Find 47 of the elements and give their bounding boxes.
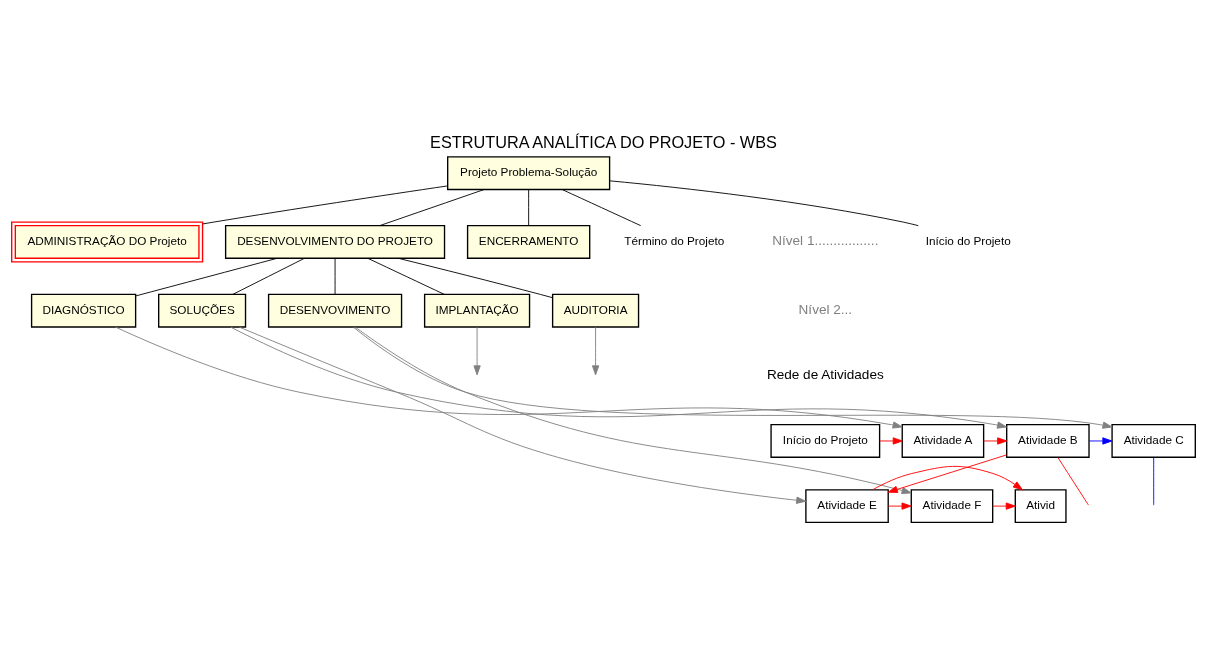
arrow <box>983 436 1008 445</box>
node-box: DESENVOVIMENTO <box>267 293 403 328</box>
connector <box>397 257 553 298</box>
arrow <box>879 436 903 445</box>
node-box: Projeto Problema-Solução <box>447 155 611 190</box>
node-box: Início do Projeto <box>770 423 881 458</box>
arrow <box>888 502 912 510</box>
arrow <box>887 453 1007 493</box>
node-text: Início do Projeto <box>925 233 1011 247</box>
connector <box>367 257 445 295</box>
connector <box>1153 456 1155 506</box>
arrow <box>992 502 1016 510</box>
node-box: AUDITORIA <box>551 293 640 328</box>
node-box: Ativid <box>1014 488 1067 523</box>
node-box: IMPLANTAÇÃO <box>423 293 531 328</box>
node-box: Atividade C <box>1111 423 1196 458</box>
connector <box>334 257 336 295</box>
connector <box>1057 456 1089 506</box>
arrow <box>238 326 807 504</box>
label: Nível 1................. <box>772 232 879 248</box>
label: Nível 2... <box>798 301 853 317</box>
label: Rede de Atividades <box>766 366 884 382</box>
arrow <box>473 326 481 375</box>
connector <box>561 188 642 226</box>
connector <box>379 188 485 226</box>
arrow <box>872 465 1023 490</box>
arrow <box>115 326 903 429</box>
node-box: DIAGNÓSTICO <box>30 293 137 328</box>
connector <box>609 179 919 226</box>
connector <box>202 184 449 224</box>
connector <box>528 188 530 226</box>
node-box: ENCERRAMENTO <box>466 224 591 259</box>
node-box: Atividade E <box>805 488 889 523</box>
arrow <box>230 326 1007 429</box>
connector <box>232 257 305 295</box>
arrow <box>355 326 912 494</box>
arrow <box>591 326 600 375</box>
arrow <box>353 326 1113 429</box>
diagram-title: ESTRUTURA ANALÍTICA DO PROJETO - WBS <box>430 132 777 151</box>
connector <box>135 257 278 296</box>
node-box: Atividade B <box>1006 423 1090 458</box>
node-text: Término do Projeto <box>624 233 725 247</box>
node-box: DESENVOLVIMENTO DO PROJETO <box>224 224 446 259</box>
node-box: Atividade A <box>901 423 985 458</box>
node-box: SOLUÇÕES <box>158 293 247 328</box>
node-box: Atividade F <box>910 488 994 523</box>
arrow <box>1088 436 1113 445</box>
